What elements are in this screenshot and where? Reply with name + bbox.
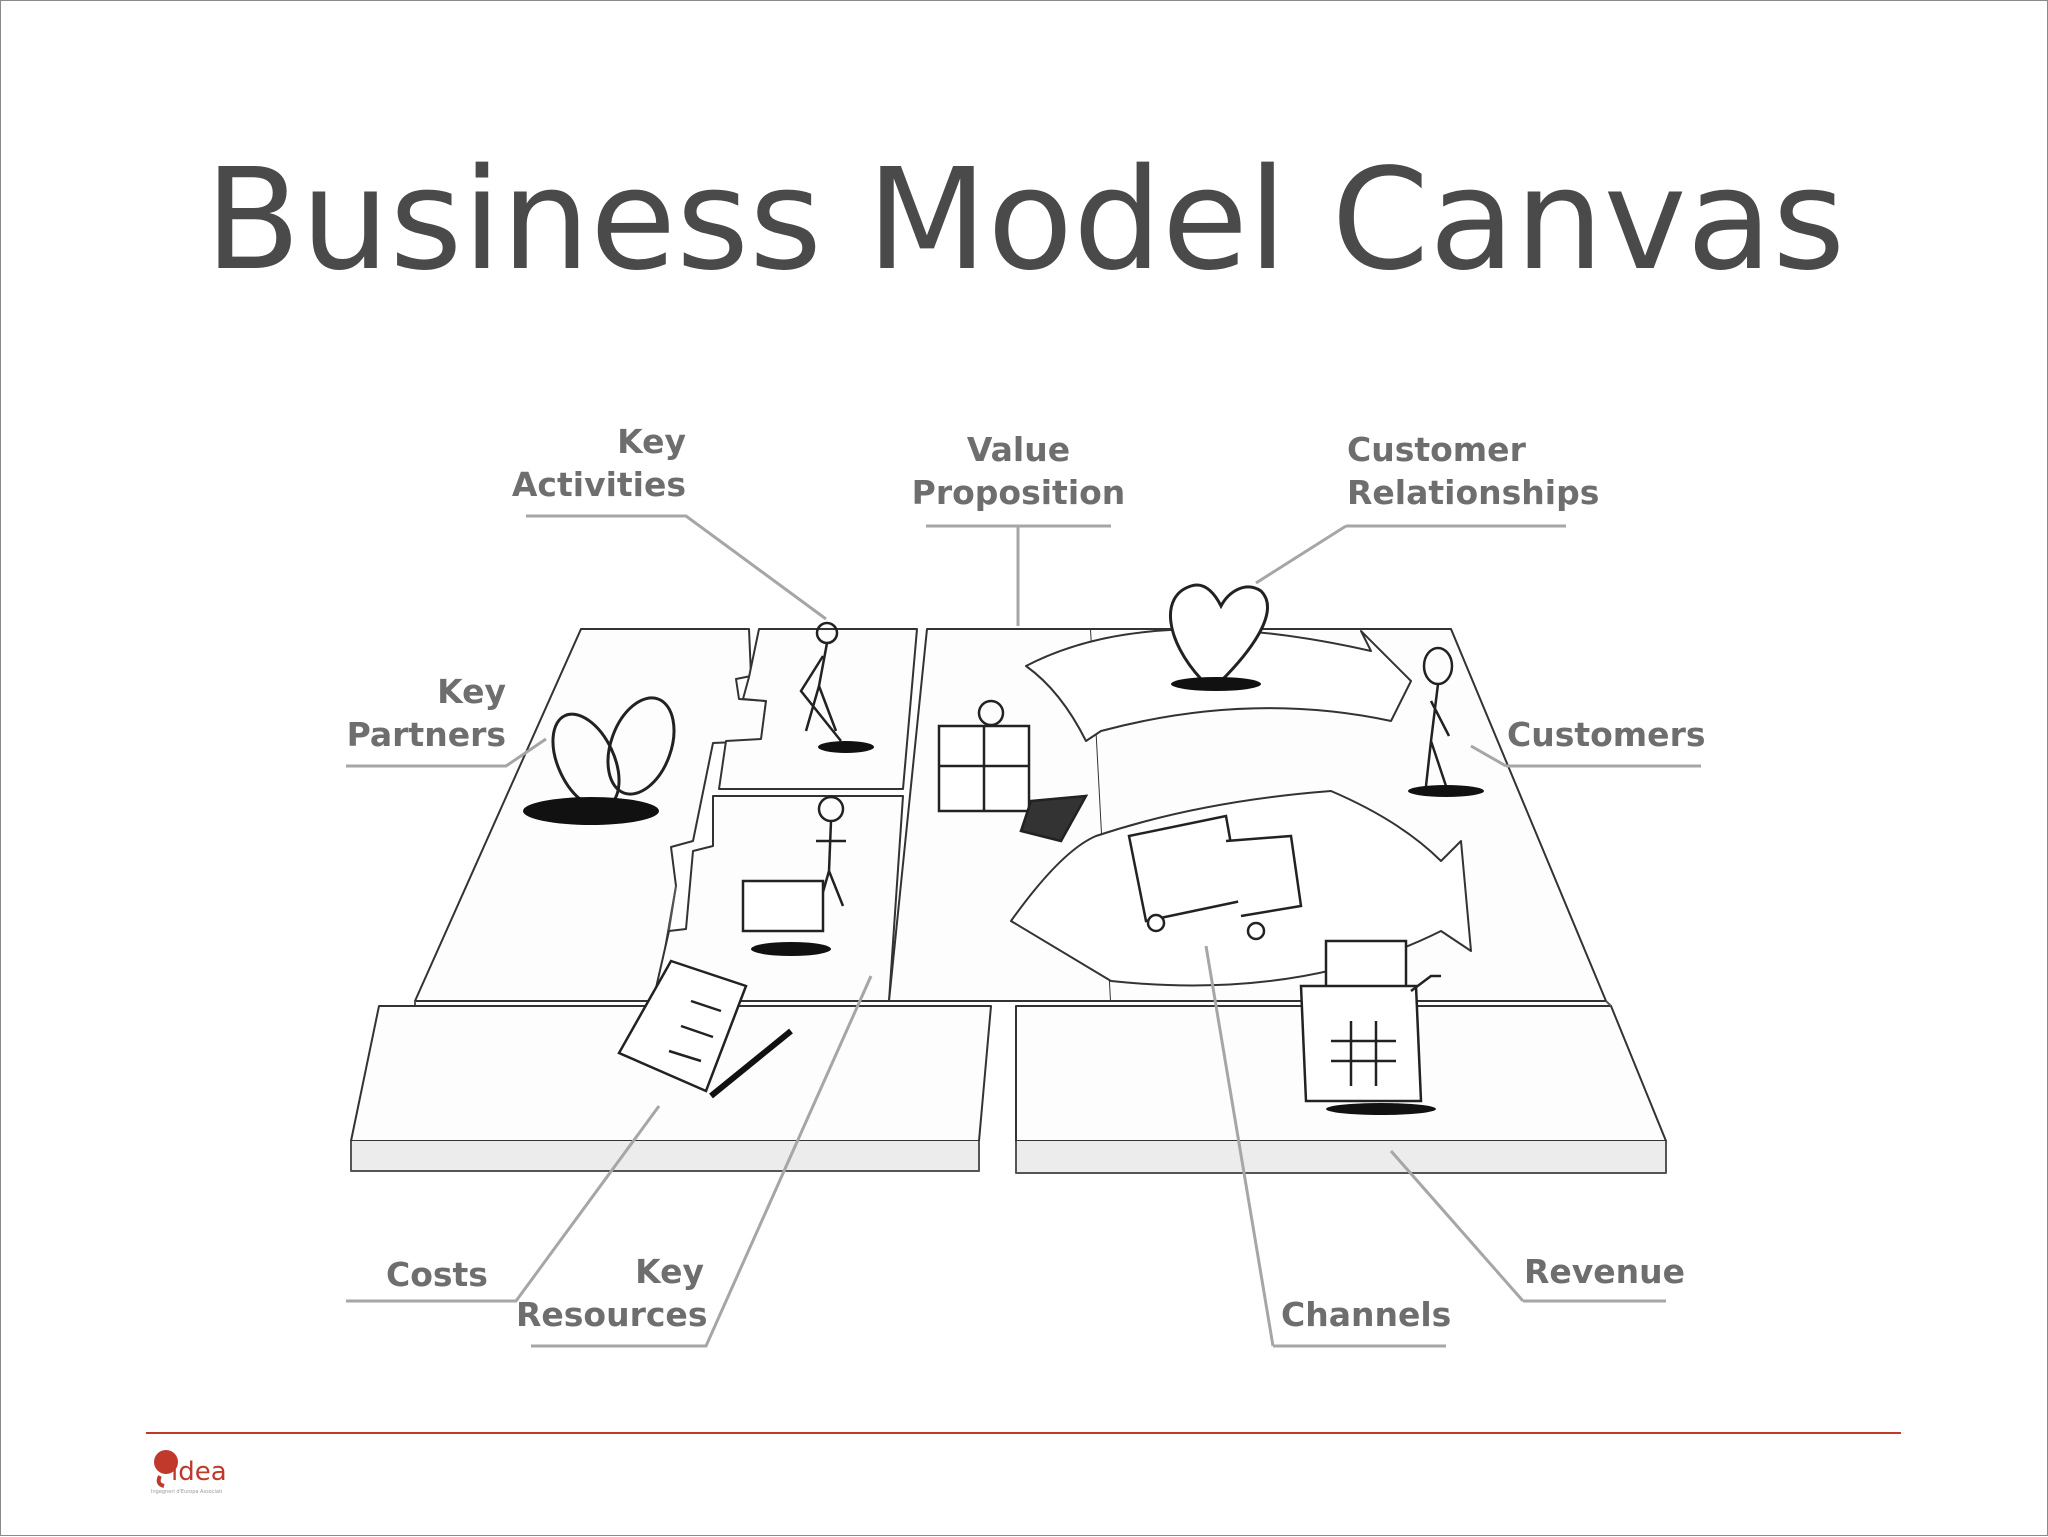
key-resources-leader — [531, 975, 873, 1348]
cash-register-icon — [1299, 939, 1441, 1115]
label-costs: Costs — [386, 1255, 488, 1294]
label-key-resources: Key Resources — [516, 1252, 708, 1334]
customers-leader — [1470, 744, 1701, 768]
label-value-proposition: Value Proposition — [911, 430, 1126, 512]
revenue-leader — [1389, 1150, 1666, 1303]
label-key-activities: Key Activities — [511, 422, 686, 504]
label-channels: Channels — [1281, 1295, 1452, 1334]
customer-relationships-leader — [1255, 524, 1566, 585]
key-partners-leader — [346, 737, 547, 768]
document-icon — [617, 959, 793, 1099]
label-customers: Customers — [1507, 715, 1706, 754]
logo-text: idea — [171, 1457, 227, 1487]
slide-title: Business Model Canvas — [204, 139, 1846, 302]
label-key-partners: Key Partners — [346, 672, 506, 754]
truck-icon — [1127, 814, 1303, 941]
digging-person-icon — [799, 621, 874, 753]
heart-icon — [1169, 583, 1269, 691]
key-activities-leader — [526, 514, 827, 621]
footer-divider — [146, 1432, 1901, 1434]
gift-icon — [937, 699, 1089, 843]
idea-logo-icon — [154, 1450, 178, 1488]
label-revenue: Revenue — [1524, 1252, 1686, 1291]
costs-leader — [346, 1105, 661, 1303]
customer-person-icon — [1408, 646, 1484, 797]
rings-icon — [523, 696, 676, 825]
logo-tagline: Ingegneri d'Europa Associati — [151, 1489, 223, 1495]
leader-lines — [346, 514, 1701, 1348]
label-customer-relationships: Customer Relationships — [1347, 430, 1600, 512]
channels-leader — [1204, 945, 1446, 1348]
worker-person-icon — [741, 795, 846, 956]
value-proposition-leader — [926, 524, 1111, 626]
